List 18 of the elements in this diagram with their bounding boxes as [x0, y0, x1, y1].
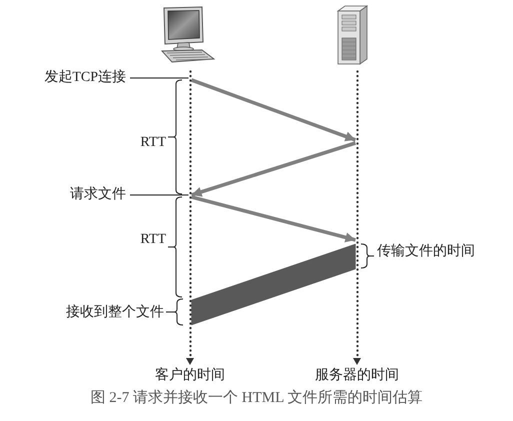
timeline-label: 客户的时间: [155, 367, 225, 385]
message-arrow: [191, 195, 356, 242]
interval-label: RTT: [140, 134, 166, 152]
transfer-band: [191, 244, 356, 326]
timeline: [188, 70, 192, 358]
timeline: [356, 70, 358, 358]
figure-caption: 图 2-7 请求并接收一个 HTML 文件所需的时间估算: [90, 388, 422, 408]
message-arrow: [190, 78, 356, 142]
message-arrow: [190, 141, 356, 197]
timeline-label: 服务器的时间: [315, 367, 399, 385]
annotation-label: 接收到整个文件: [66, 304, 164, 322]
event-label: 请求文件: [70, 186, 126, 204]
interval-label: RTT: [140, 231, 166, 249]
desktop-computer-icon: [158, 6, 216, 64]
event-label: 发起TCP连接: [44, 69, 126, 87]
server-tower-icon: [334, 4, 370, 66]
leader-line: [130, 194, 189, 196]
annotation-label: 传输文件的时间: [377, 243, 475, 261]
